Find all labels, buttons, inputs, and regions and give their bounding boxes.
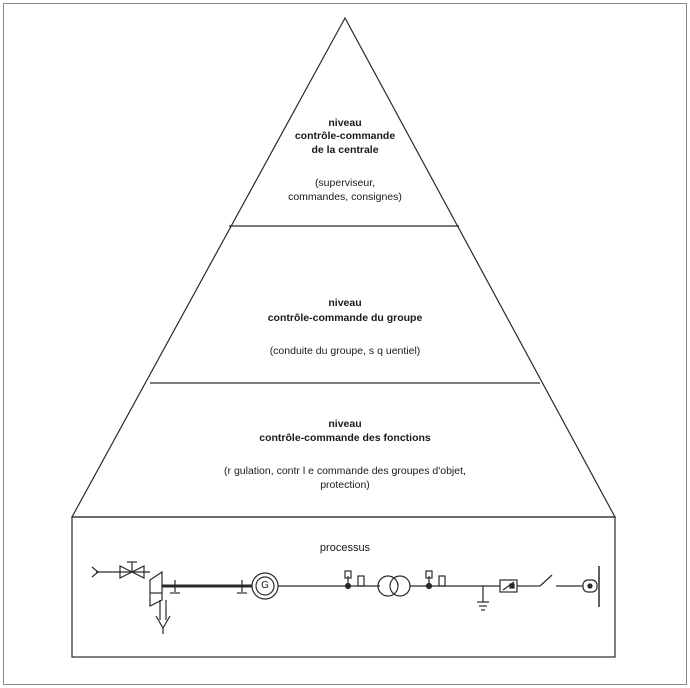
process-box [71, 516, 616, 658]
top-level-heading: niveau [328, 117, 362, 129]
top-level-title-line2: de la centrale [311, 144, 379, 156]
generator-label: G [261, 580, 269, 591]
process-schematic [91, 561, 600, 634]
top-level-detail-line1: (superviseur, [314, 177, 376, 189]
inlet-arrow [91, 566, 99, 578]
circuit-breaker-icon [499, 579, 518, 593]
bottom-level-title: contrôle-commande des fonctions [259, 432, 431, 444]
current-transformer-icon-1 [344, 570, 365, 590]
outer-frame [3, 3, 687, 685]
bottom-level-detail-line1: (r gulation, contr l e commande des grou… [224, 465, 466, 477]
middle-level-title: contrôle-commande du groupe [267, 312, 423, 324]
bearing-icon-2 [237, 580, 247, 594]
turbine-icon [149, 570, 171, 634]
top-level-title-line1: contrôle-commande [294, 130, 396, 142]
transformer-coil-1 [377, 575, 399, 597]
middle-level-heading: niveau [328, 297, 362, 309]
transformer-coil-2 [389, 575, 411, 597]
generator-inner [255, 576, 275, 596]
top-level-detail-line2: commandes, consignes) [288, 191, 402, 203]
process-label: processus [319, 542, 371, 554]
valve-icon [119, 561, 145, 579]
busbar-icon [582, 566, 600, 607]
middle-level-detail: (conduite du groupe, s q uentiel) [269, 345, 421, 357]
bottom-level-heading: niveau [328, 418, 362, 430]
bottom-level-detail-line2: protection) [320, 479, 370, 491]
ground-icon [477, 586, 489, 611]
bearing-icon-1 [170, 580, 180, 594]
disconnect-switch-icon [525, 574, 583, 587]
current-transformer-icon-2 [425, 570, 446, 590]
